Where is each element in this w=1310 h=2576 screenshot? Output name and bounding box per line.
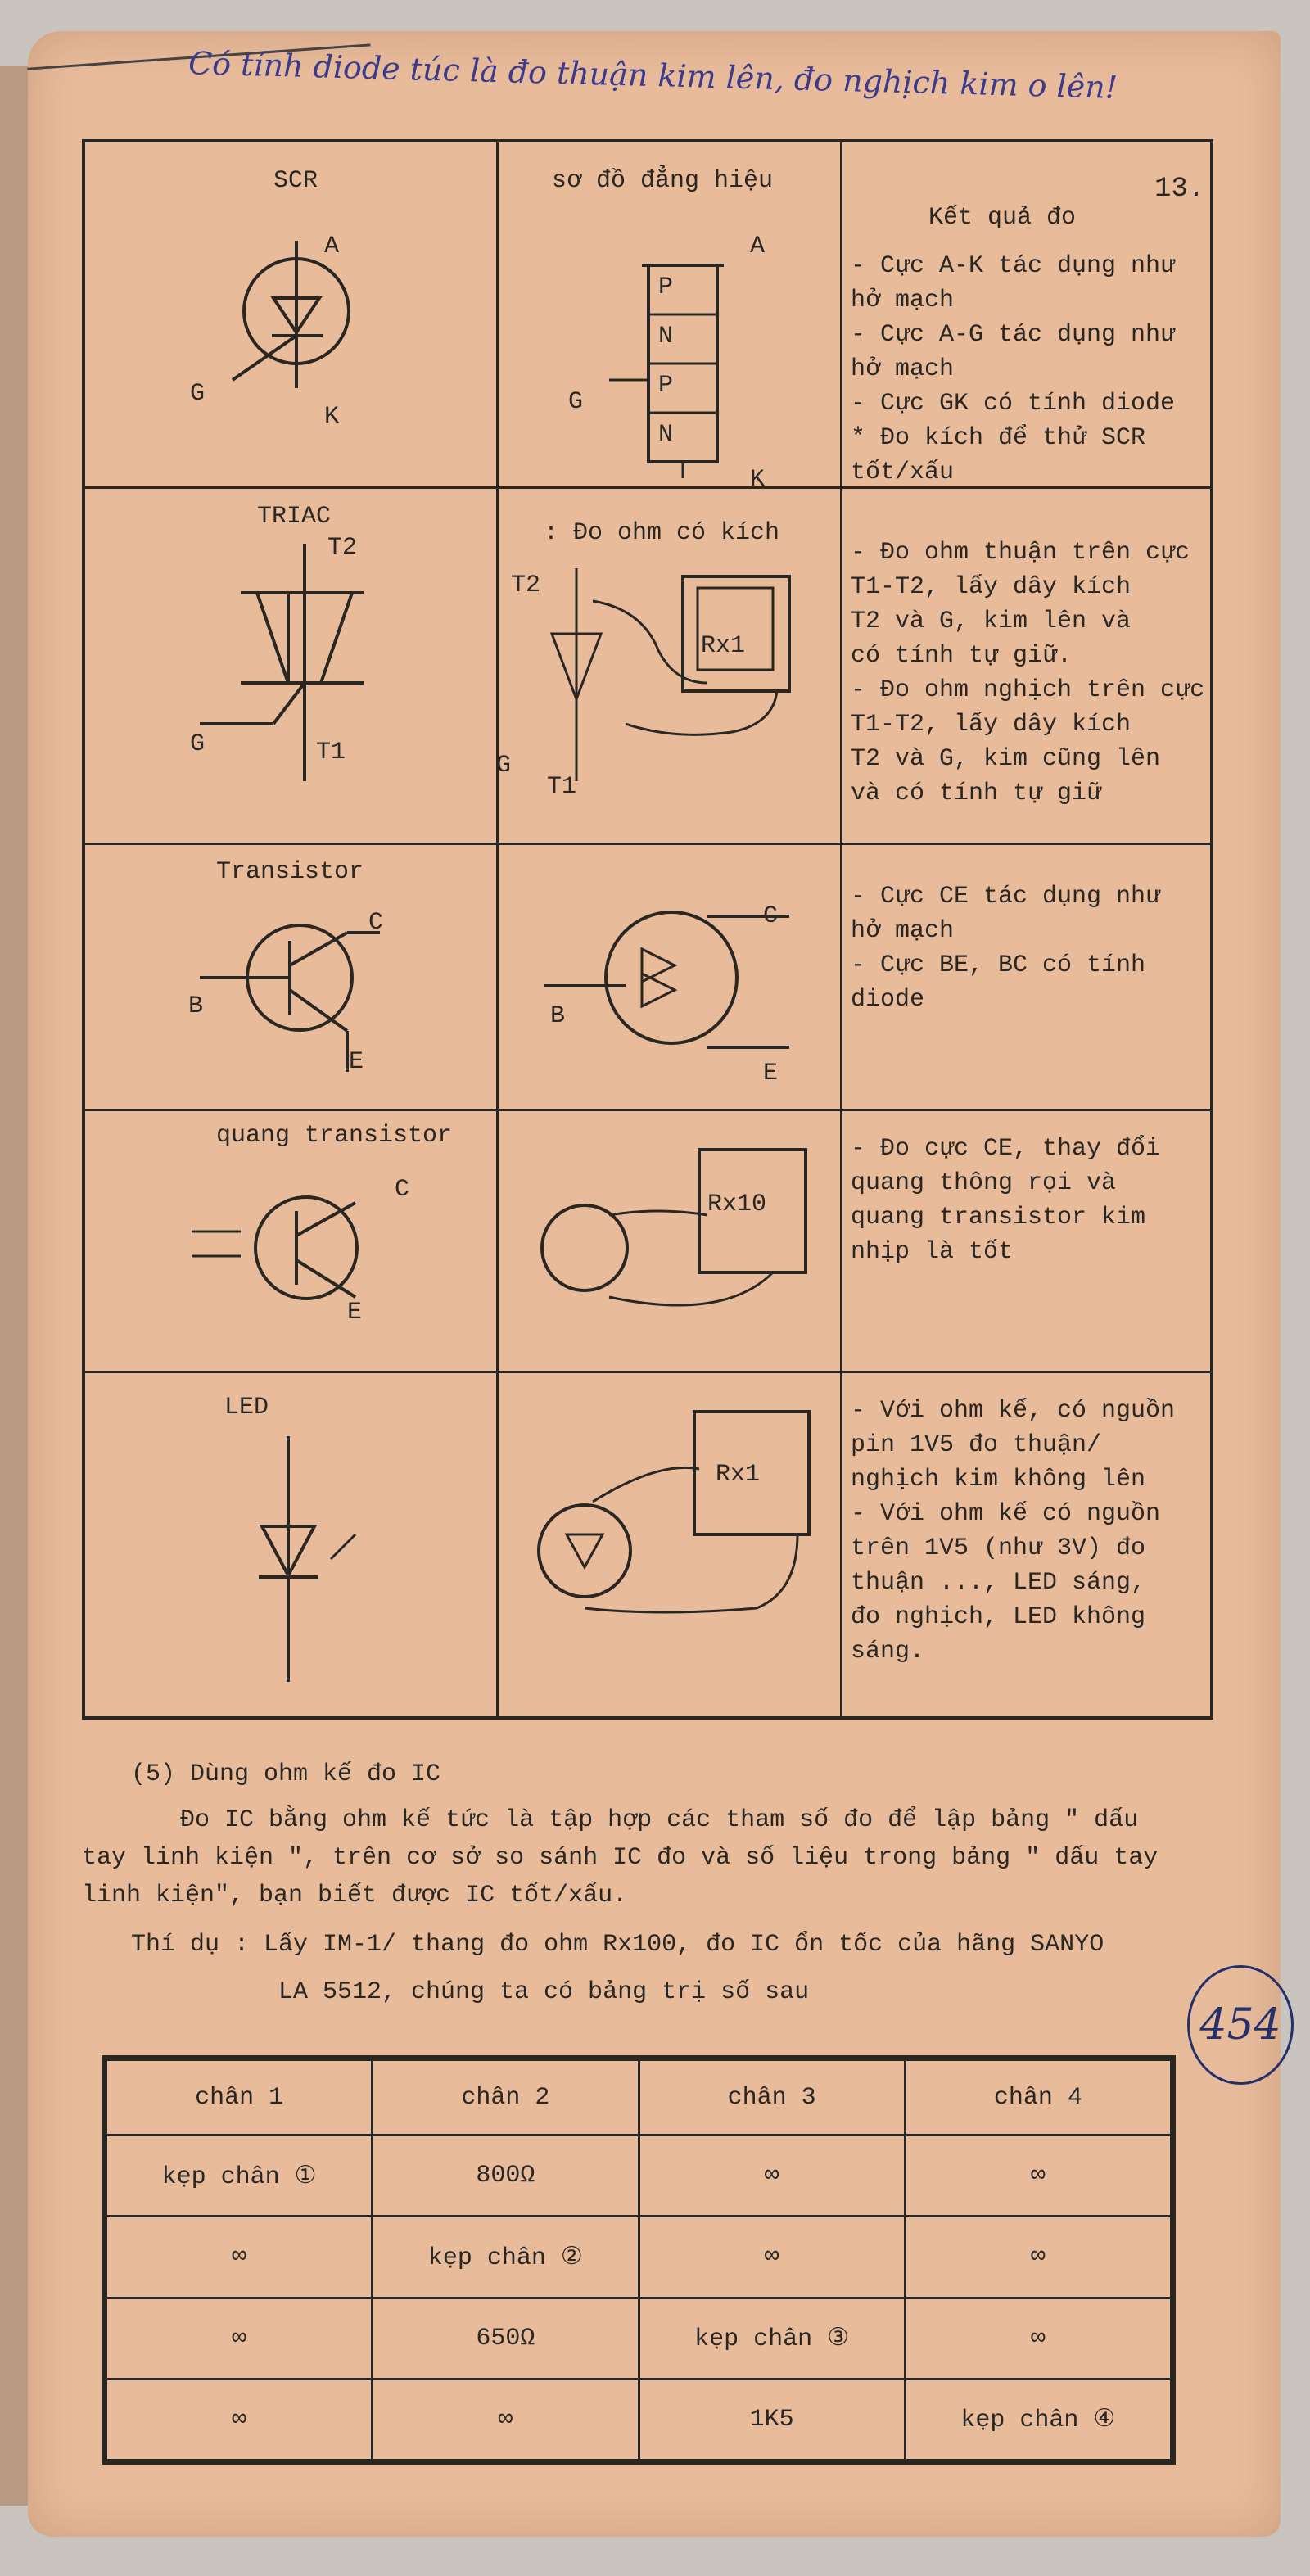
emitter-label: E — [349, 1048, 364, 1076]
collector-label: C — [368, 909, 384, 937]
emitter-label: E — [763, 1060, 779, 1087]
column-header: chân 2 — [371, 2058, 640, 2137]
emitter-label: E — [347, 1299, 363, 1326]
column-header: chân 1 — [104, 2058, 374, 2137]
meter-range: Rx1 — [701, 632, 746, 660]
row-divider — [85, 1109, 1210, 1111]
table-row: kẹp chân ① 800Ω ∞ ∞ — [104, 2134, 1173, 2218]
table-row: ∞ 650Ω kẹp chân ③ ∞ — [104, 2296, 1173, 2380]
paragraph-line: Đo IC bằng ohm kế tức là tập hợp các tha… — [180, 1806, 1139, 1834]
column-header: chân 4 — [903, 2058, 1173, 2137]
layer-label: P — [658, 372, 674, 400]
section-title: (5) Dùng ohm kế đo IC — [131, 1760, 441, 1788]
table-cell: kẹp chân ① — [104, 2134, 374, 2218]
gate-label: G — [190, 380, 206, 408]
table-cell: 650Ω — [371, 2296, 640, 2380]
meter-range: Rx10 — [707, 1191, 767, 1218]
component-name: TRIAC — [257, 503, 332, 531]
table-cell: ∞ — [637, 2215, 906, 2299]
triac-symbol — [200, 544, 791, 781]
terminal-label: T1 — [316, 739, 346, 766]
collector-label: C — [763, 902, 779, 930]
handwritten-stamp: 454 — [1187, 1965, 1294, 2085]
layer-label: N — [658, 421, 674, 449]
paragraph-line: LA 5512, chúng ta có bảng trị số sau — [278, 1978, 810, 2006]
table-cell: ∞ — [104, 2296, 374, 2380]
cathode-label: K — [750, 466, 766, 494]
table-cell: ∞ — [903, 2296, 1173, 2380]
table-cell: 800Ω — [371, 2134, 640, 2218]
layer-label: N — [658, 323, 674, 350]
column-header: chân 3 — [637, 2058, 906, 2137]
component-name: Transistor — [216, 858, 364, 886]
paragraph-line: tay linh kiện ", trên cơ sở so sánh IC đ… — [82, 1844, 1159, 1872]
gate-label: G — [568, 388, 584, 416]
table-cell: 1K5 — [637, 2377, 906, 2462]
scr-symbol — [231, 241, 724, 478]
table-cell: ∞ — [104, 2215, 374, 2299]
layer-label: P — [658, 273, 674, 301]
table-row: ∞ ∞ 1K5 kẹp chân ④ — [104, 2377, 1173, 2462]
table-cell: kẹp chân ② — [371, 2215, 640, 2299]
paragraph-line: Thí dụ : Lấy IM-1/ thang đo ohm Rx100, đ… — [131, 1931, 1104, 1959]
column-divider — [496, 142, 499, 1716]
meter-range: Rx1 — [716, 1461, 761, 1489]
component-name: LED — [224, 1394, 269, 1421]
gate-label: G — [496, 752, 512, 780]
component-table: SCR sơ đồ đẳng hiệu Kết quả đo A K G P N… — [82, 139, 1213, 1720]
component-name: SCR — [273, 167, 318, 195]
column-divider — [840, 142, 842, 1716]
result-text: - Với ohm kế, có nguồn pin 1V5 đo thuận/… — [851, 1397, 1176, 1665]
diagram-header: sơ đồ đẳng hiệu — [552, 167, 774, 195]
table-row: chân 1 chân 2 chân 3 chân 4 — [104, 2058, 1173, 2137]
result-header: Kết quả đo — [928, 204, 1077, 232]
terminal-label: T2 — [328, 534, 358, 562]
phototransistor-symbol — [192, 1148, 807, 1307]
result-text: - Cực A-K tác dụng như hở mạch - Cực A-G… — [851, 252, 1176, 486]
result-text: - Cực CE tác dụng như hở mạch - Cực BE, … — [851, 883, 1161, 1014]
transistor-symbol — [200, 911, 789, 1072]
cathode-label: K — [324, 403, 340, 431]
terminal-label: T1 — [547, 773, 577, 801]
table-cell: ∞ — [637, 2134, 906, 2218]
row-divider — [85, 1371, 1210, 1373]
diagram-title: : Đo ohm có kích — [544, 519, 780, 547]
page-number: 13. — [1154, 174, 1205, 205]
table-cell: ∞ — [903, 2134, 1173, 2218]
result-text: - Đo ohm thuận trên cực T1-T2, lấy dây k… — [851, 539, 1205, 807]
result-text: - Đo cực CE, thay đổi quang thông rọi và… — [851, 1135, 1161, 1266]
table-cell: kẹp chân ③ — [637, 2296, 906, 2380]
component-name: quang transistor — [216, 1122, 453, 1150]
anode-label: A — [324, 233, 340, 260]
row-divider — [85, 486, 1210, 489]
gate-label: G — [190, 730, 206, 758]
base-label: B — [188, 992, 204, 1020]
led-symbol — [259, 1410, 811, 1682]
anode-label: A — [750, 233, 766, 260]
table-cell: ∞ — [903, 2215, 1173, 2299]
table-cell: ∞ — [371, 2377, 640, 2462]
ic-resistance-table: chân 1 chân 2 chân 3 chân 4 kẹp chân ① 8… — [102, 2055, 1176, 2465]
table-cell: kẹp chân ④ — [903, 2377, 1173, 2462]
base-label: B — [550, 1002, 566, 1030]
table-cell: ∞ — [104, 2377, 374, 2462]
terminal-label: T2 — [511, 572, 541, 599]
collector-label: C — [395, 1176, 410, 1204]
paragraph-line: linh kiện", bạn biết được IC tốt/xấu. — [82, 1882, 628, 1909]
table-row: ∞ kẹp chân ② ∞ ∞ — [104, 2215, 1173, 2299]
row-divider — [85, 843, 1210, 845]
